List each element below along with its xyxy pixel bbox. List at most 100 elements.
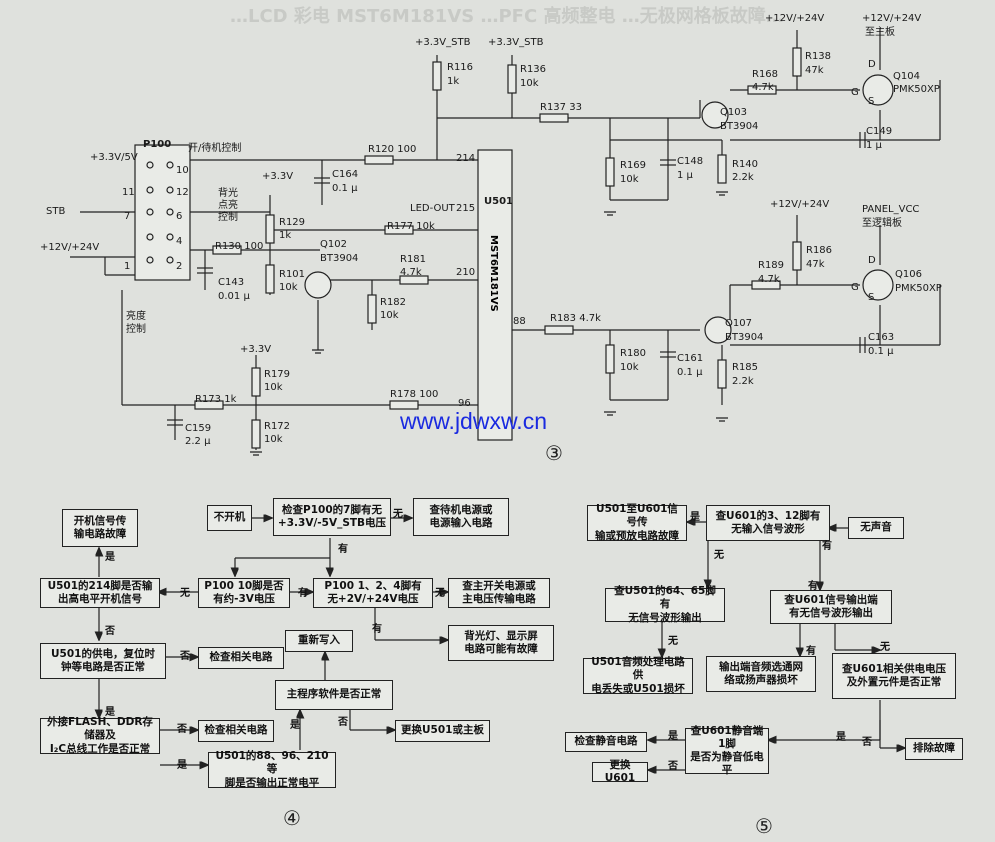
schematic-label-v33stb_b: +3.3V_STB [488, 37, 544, 48]
resistor-r181 [399, 275, 429, 285]
flow4-box-f4-daiji: 查待机电源或电源输入电路 [413, 498, 509, 536]
schematic-label-r140: R140 [732, 159, 759, 170]
schematic-label-v12_d: +12V/+24V [770, 199, 830, 210]
schematic-label-r136: R136 [520, 64, 547, 75]
schematic-label-v12_c: +12V/+24V [40, 242, 100, 253]
flow5-branch-label: 是 [668, 731, 678, 742]
schematic-label-stb: STB [46, 206, 66, 217]
resistor-r173 [194, 400, 224, 410]
pin-label-p88: 88 [513, 316, 526, 327]
transistor-q103 [701, 101, 729, 129]
figure-5-number: ⑤ [755, 814, 773, 838]
schematic-label-luoji: 至逻辑板 [862, 218, 902, 229]
mosfet-q106 [862, 269, 894, 301]
resistor-r120 [364, 155, 394, 165]
resistor-r130 [212, 245, 242, 255]
flow4-box-f4-zhuchengxu: 主程序软件是否正常 [275, 680, 393, 710]
mosfet-q104 [862, 74, 894, 106]
schematic-label-r116: R116 [447, 62, 474, 73]
flow5-box-f5-312: 查U601的3、12脚有无输入信号波形 [706, 505, 830, 541]
flow4-branch-label: 是 [177, 760, 187, 771]
pin-label-c2: 2 [176, 261, 183, 272]
flow5-box-f5-gongdian: 查U601相关供电电压及外置元件是否正常 [832, 653, 956, 699]
schematic-label-dq106: D [868, 255, 876, 266]
schematic-label-zhuban: 至主板 [865, 27, 895, 38]
flow5-box-f5-1jiao: 查U601静音端1脚是否为静音低电平 [685, 725, 769, 776]
schematic-label-c148: C148 [677, 156, 704, 167]
schematic-label-r120: R120 100 [368, 144, 417, 155]
schematic-label-beiguang: 背光 [218, 188, 238, 199]
schematic-label-r116v: 1k [447, 76, 460, 87]
schematic-label-ledout: LED-OUT [410, 203, 455, 214]
flow5-box-f5-wusheng: 无声音 [848, 517, 904, 539]
schematic-label-liangdu: 亮度 [126, 311, 146, 322]
schematic-label-r178: R178 100 [390, 389, 439, 400]
schematic-label-dq104: D [868, 59, 876, 70]
flow4-branch-label: 否 [338, 717, 348, 728]
schematic-label-r180: R180 [620, 348, 647, 359]
flow4-box-f4-214: U501的214脚是否输出高电平开机信号 [40, 578, 160, 608]
schematic-label-r168: R168 [752, 69, 779, 80]
connector-pin-8 [146, 256, 154, 264]
flow4-branch-label: 无 [180, 588, 190, 599]
pin-label-c10: 10 [176, 165, 189, 176]
flow4-box-f4-p100-7: 检查P100的7脚有无+3.3V/-5V_STB电压 [273, 498, 391, 536]
resistor-r138 [792, 47, 802, 77]
flow4-box-f4-bukaiji: 不开机 [207, 505, 252, 531]
pin-label-p210: 210 [456, 267, 476, 278]
schematic-label-q102: Q102 [320, 239, 347, 250]
schematic-label-c164v: 0.1 μ [332, 183, 358, 194]
schematic-label-r177: R177 10k [387, 221, 435, 232]
schematic-label-q107p: BT3904 [725, 332, 764, 343]
schematic-label-r169v: 10k [620, 174, 639, 185]
flow4-branch-label: 有 [338, 544, 348, 555]
schematic-label-q103p: BT3904 [720, 121, 759, 132]
flow4-branch-label: 否 [105, 626, 115, 637]
flow5-box-f5-yinpin: U501音频处理电路供电丢失或U501损坏 [583, 656, 693, 695]
schematic-label-r186v: 47k [806, 259, 825, 270]
resistor-r140 [717, 154, 727, 184]
resistor-r180 [605, 344, 615, 374]
schematic-label-gq106: G [851, 282, 859, 293]
flow5-branch-label: 无 [880, 642, 890, 653]
schematic-label-q102p: BT3904 [320, 253, 359, 264]
schematic-label-liangdu2: 控制 [126, 324, 146, 335]
flow5-box-f5-shuchuduan: 输出端音频选通网络或扬声器损坏 [706, 656, 816, 692]
schematic-label-q104p: PMK50XP [893, 84, 940, 95]
connector-pin-3 [166, 186, 174, 194]
schematic-label-q104: Q104 [893, 71, 920, 82]
connector-pin-5 [166, 208, 174, 216]
ground-symbol-5 [250, 451, 262, 456]
connector-pin-0 [146, 161, 154, 169]
schematic-label-r179: R179 [264, 369, 291, 380]
flow4-box-f4-jiancha1: 检查相关电路 [198, 647, 284, 669]
schematic-label-r130: R130 100 [215, 241, 264, 252]
connector-pin-9 [166, 256, 174, 264]
transistor-q102 [304, 271, 332, 299]
flow5-branch-label: 无 [714, 550, 724, 561]
flow5-branch-label: 有 [822, 541, 832, 552]
schematic-label-r101v: 10k [279, 282, 298, 293]
schematic-label-v33_b: +3.3V [262, 171, 294, 182]
schematic-label-r172: R172 [264, 421, 291, 432]
resistor-r177 [384, 225, 414, 235]
flow4-branch-label: 是 [290, 720, 300, 731]
pin-label-c1: 1 [124, 261, 131, 272]
flow4-box-f4-gongdian: U501的供电，复位时钟等电路是否正常 [40, 643, 166, 679]
resistor-r168 [747, 85, 777, 95]
pin-label-c11: 11 [122, 187, 135, 198]
resistor-r183 [544, 325, 574, 335]
schematic-label-r186: R186 [806, 245, 833, 256]
schematic-label-c149: C149 [866, 126, 893, 137]
schematic-label-c164: C164 [332, 169, 359, 180]
flow4-branch-label: 否 [180, 651, 190, 662]
connector-pin-4 [146, 208, 154, 216]
flow5-branch-label: 是 [836, 732, 846, 743]
resistor-r169 [605, 157, 615, 187]
flow5-branch-label: 否 [668, 761, 678, 772]
schematic-label-r168v: 4.7k [752, 82, 774, 93]
